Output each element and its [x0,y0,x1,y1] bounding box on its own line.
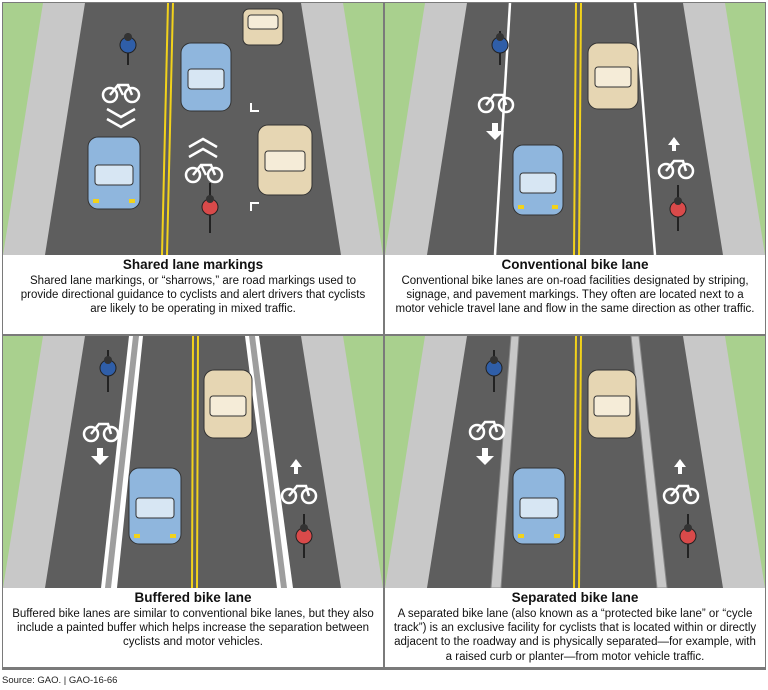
panel-description: Buffered bike lanes are similar to conve… [12,608,374,649]
panel-title: Shared lane markings [122,257,264,272]
cyclist-blue [119,33,137,65]
panel-description: Shared lane markings, or “sharrows,” are… [20,275,366,316]
caption-shared-lane: Shared lane markings Shared lane marking… [3,255,383,334]
panel-title: Buffered bike lane [134,590,252,605]
tan-car-2 [257,124,313,196]
separated-lane-illustration [385,336,765,588]
shared-lane-illustration [3,3,383,255]
source-note: Source: GAO. | GAO-16-66 [2,675,118,686]
buffered-lane-illustration [3,336,383,588]
panel-title: Separated bike lane [511,590,639,605]
caption-conventional-lane: Conventional bike lane Conventional bike… [385,255,765,334]
tan-car-1 [242,8,284,46]
panel-buffered-lane: Buffered bike lane Buffered bike lanes a… [3,336,383,667]
diagram-grid: Shared lane markings Shared lane marking… [2,2,766,670]
blue-car-1 [180,42,232,112]
cyclist-red [201,183,219,233]
panel-description: Conventional bike lanes are on-road faci… [395,275,755,316]
conventional-lane-illustration [385,3,765,255]
caption-buffered-lane: Buffered bike lane Buffered bike lanes a… [3,588,383,667]
blue-car-2 [87,136,141,210]
panel-shared-lane: Shared lane markings Shared lane marking… [3,3,383,334]
caption-separated-lane: Separated bike lane A separated bike lan… [385,588,765,667]
panel-separated-lane: Separated bike lane A separated bike lan… [385,336,765,667]
panel-conventional-lane: Conventional bike lane Conventional bike… [385,3,765,334]
panel-title: Conventional bike lane [501,257,649,272]
panel-description: A separated bike lane (also known as a “… [393,608,757,663]
